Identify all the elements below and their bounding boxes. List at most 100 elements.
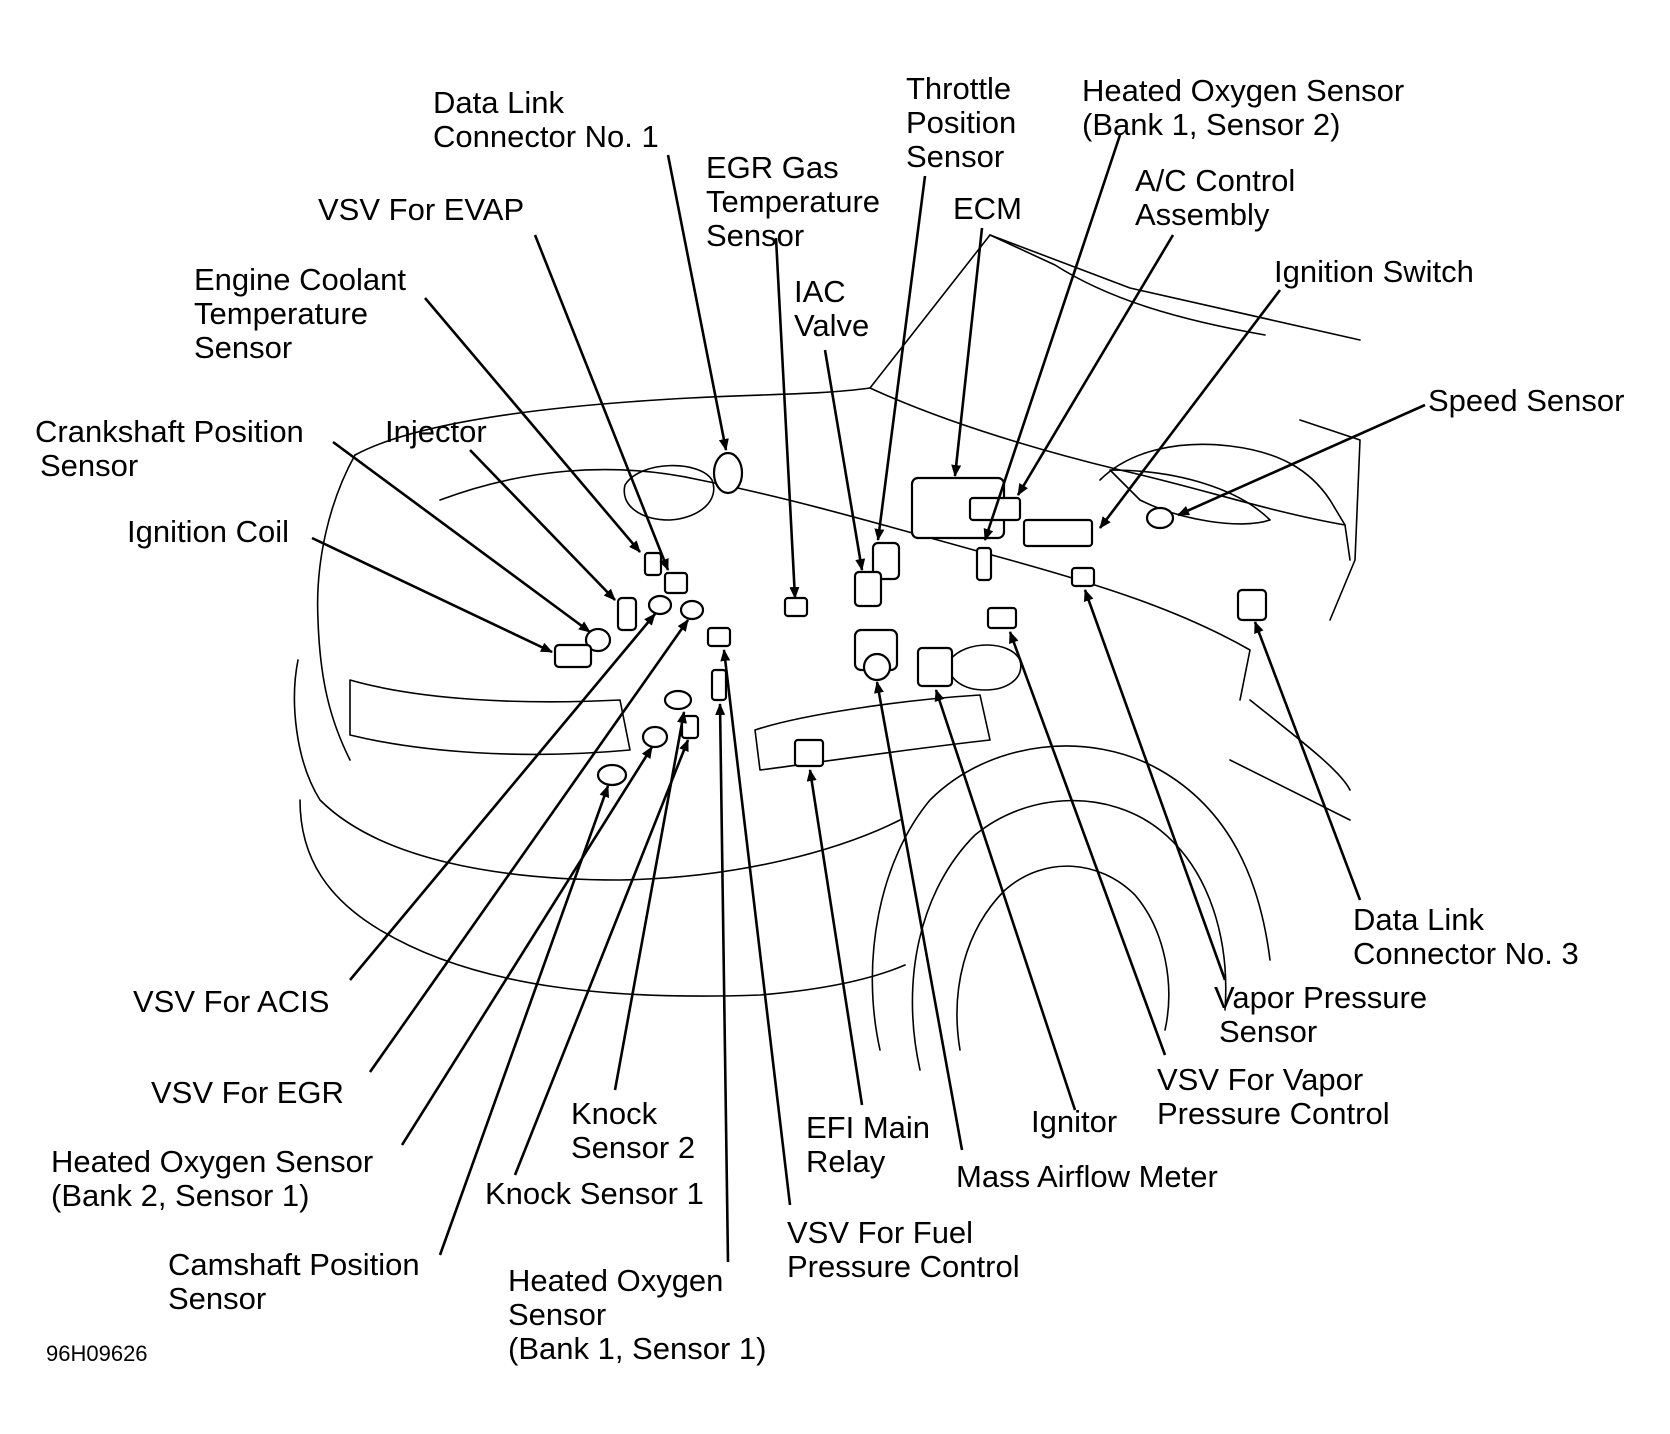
leader-heated-oxygen-sensor-b2s1 bbox=[400, 746, 654, 1146]
leader-injector bbox=[469, 449, 616, 601]
hood-outline bbox=[354, 234, 1361, 456]
throttle-position-body bbox=[871, 541, 901, 581]
front-wheel-inner bbox=[956, 865, 1170, 1051]
ho2s-b2s1-body bbox=[641, 725, 669, 749]
side-body-line bbox=[1229, 699, 1351, 821]
component-shapes bbox=[553, 451, 1268, 787]
leader-vsv-for-fuel-pressure-control bbox=[720, 649, 792, 1206]
label-camshaft-position-sensor: Camshaft Position Sensor bbox=[168, 1247, 428, 1316]
right-fender bbox=[1099, 443, 1351, 561]
dlc1-body bbox=[712, 451, 744, 495]
label-ignition-coil: Ignition Coil bbox=[127, 514, 289, 549]
leader-engine-coolant-temperature-sensor bbox=[424, 297, 641, 553]
strut-tower-right bbox=[948, 644, 1022, 691]
leader-knock-sensor-1 bbox=[513, 739, 690, 1176]
label-crankshaft-position-sensor: Crankshaft Position Sensor bbox=[35, 414, 312, 483]
vsv-acis-body bbox=[647, 594, 673, 616]
front-bumper-bottom bbox=[299, 799, 906, 997]
label-iac-valve: IAC Valve bbox=[794, 274, 869, 343]
leader-efi-main-relay bbox=[806, 769, 864, 1106]
label-vsv-for-fuel-pressure-control: VSV For Fuel Pressure Control bbox=[787, 1215, 1020, 1284]
fender-line bbox=[1299, 419, 1361, 621]
leader-ignitor bbox=[934, 689, 1077, 1111]
label-throttle-position-sensor: Throttle Position Sensor bbox=[906, 71, 1025, 174]
ho2s-b1s1-body bbox=[710, 668, 728, 702]
right-fender-lamp bbox=[1109, 469, 1271, 525]
label-heated-oxygen-sensor-b2s1: Heated Oxygen Sensor (Bank 2, Sensor 1) bbox=[51, 1144, 382, 1213]
label-mass-airflow-meter: Mass Airflow Meter bbox=[956, 1159, 1218, 1194]
grille bbox=[349, 679, 631, 756]
label-knock-sensor-1: Knock Sensor 1 bbox=[485, 1176, 704, 1211]
label-vsv-for-acis: VSV For ACIS bbox=[133, 984, 329, 1019]
leader-vsv-for-acis bbox=[349, 613, 656, 981]
leader-vapor-pressure-sensor bbox=[1083, 589, 1227, 981]
knock-sensor-1-body bbox=[680, 714, 700, 740]
ect-sensor-body bbox=[643, 551, 663, 577]
injector-body bbox=[616, 596, 638, 632]
efi-main-relay-body bbox=[793, 738, 825, 768]
label-data-link-connector-1: Data Link Connector No. 1 bbox=[433, 85, 659, 154]
strut-tower-left bbox=[623, 464, 715, 521]
label-heated-oxygen-sensor-b1s2: Heated Oxygen Sensor (Bank 1, Sensor 2) bbox=[1082, 73, 1413, 142]
vsv-evap-body bbox=[663, 571, 689, 595]
label-egr-gas-temperature-sensor: EGR Gas Temperature Sensor bbox=[706, 150, 889, 253]
crankshaft-sensor-body bbox=[584, 627, 612, 653]
speed-sensor-body bbox=[1145, 506, 1175, 530]
label-ac-control-assembly: A/C Control Assembly bbox=[1135, 163, 1304, 232]
leader-ignition-switch bbox=[1098, 289, 1282, 529]
vsv-fuel-pressure-body bbox=[706, 626, 732, 648]
leader-data-link-connector-1 bbox=[666, 154, 729, 451]
camshaft-sensor-body bbox=[596, 763, 628, 787]
label-engine-coolant-temperature-sensor: Engine Coolant Temperature Sensor bbox=[194, 262, 415, 365]
leader-ignition-coil bbox=[311, 536, 553, 654]
hood-rear-edge bbox=[989, 234, 1266, 336]
leader-throttle-position-sensor bbox=[874, 175, 927, 541]
leader-vsv-for-vapor-pressure-control bbox=[1008, 631, 1167, 1056]
leader-ac-control-assembly bbox=[1016, 234, 1175, 496]
label-ignitor: Ignitor bbox=[1031, 1104, 1117, 1139]
leader-knock-sensor-2 bbox=[613, 711, 687, 1091]
ignition-coil-body bbox=[553, 643, 593, 669]
headlamp bbox=[754, 694, 991, 771]
vsv-vapor-control-body bbox=[986, 606, 1018, 630]
leader-heated-oxygen-sensor-b1s2 bbox=[983, 134, 1122, 541]
leader-mass-airflow-meter bbox=[874, 681, 964, 1151]
vsv-egr-body bbox=[679, 599, 705, 621]
front-bumper-top bbox=[293, 659, 901, 881]
leader-heated-oxygen-sensor-b1s1 bbox=[715, 703, 730, 1263]
label-ignition-switch: Ignition Switch bbox=[1274, 254, 1474, 289]
front-body-upper bbox=[316, 454, 356, 761]
leader-crankshaft-position-sensor bbox=[332, 440, 591, 634]
label-vsv-for-egr: VSV For EGR bbox=[151, 1075, 344, 1110]
leader-vsv-for-evap bbox=[533, 234, 670, 571]
label-injector: Injector bbox=[385, 414, 487, 449]
label-data-link-connector-3: Data Link Connector No. 3 bbox=[1353, 902, 1579, 971]
ignitor-body bbox=[916, 646, 954, 688]
label-vapor-pressure-sensor: Vapor Pressure Sensor bbox=[1214, 980, 1436, 1049]
label-efi-main-relay: EFI Main Relay bbox=[806, 1110, 939, 1179]
ignition-switch-block bbox=[1022, 518, 1094, 548]
leader-camshaft-position-sensor bbox=[438, 785, 610, 1256]
leader-lines bbox=[311, 134, 1426, 1263]
leader-data-link-connector-3 bbox=[1253, 621, 1362, 901]
label-knock-sensor-2: Knock Sensor 2 bbox=[571, 1096, 695, 1165]
leader-speed-sensor bbox=[1177, 403, 1426, 517]
vapor-pressure-sensor-body bbox=[1070, 566, 1096, 588]
knock-sensor-2-body bbox=[663, 689, 693, 711]
leader-vsv-for-egr bbox=[368, 619, 690, 1073]
leader-egr-gas-temperature-sensor bbox=[774, 237, 800, 599]
egr-temp-sensor-body bbox=[783, 596, 809, 618]
label-vsv-for-evap: VSV For EVAP bbox=[318, 192, 524, 227]
label-heated-oxygen-sensor-b1s1: Heated Oxygen Sensor (Bank 1, Sensor 1) bbox=[508, 1263, 766, 1366]
component-labels: Data Link Connector No. 1 Throttle Posit… bbox=[35, 71, 1624, 1366]
label-speed-sensor: Speed Sensor bbox=[1428, 383, 1624, 418]
dlc3-body bbox=[1236, 588, 1268, 622]
label-ecm: ECM bbox=[953, 191, 1022, 226]
label-vsv-for-vapor-pressure-control: VSV For Vapor Pressure Control bbox=[1157, 1062, 1390, 1131]
mass-airflow-port bbox=[862, 652, 892, 682]
ho2s-b1s2-body bbox=[975, 546, 993, 582]
leader-iac-valve bbox=[823, 349, 866, 571]
front-wheel-arch bbox=[871, 745, 1271, 1051]
front-wheel-outer bbox=[911, 799, 1227, 1071]
